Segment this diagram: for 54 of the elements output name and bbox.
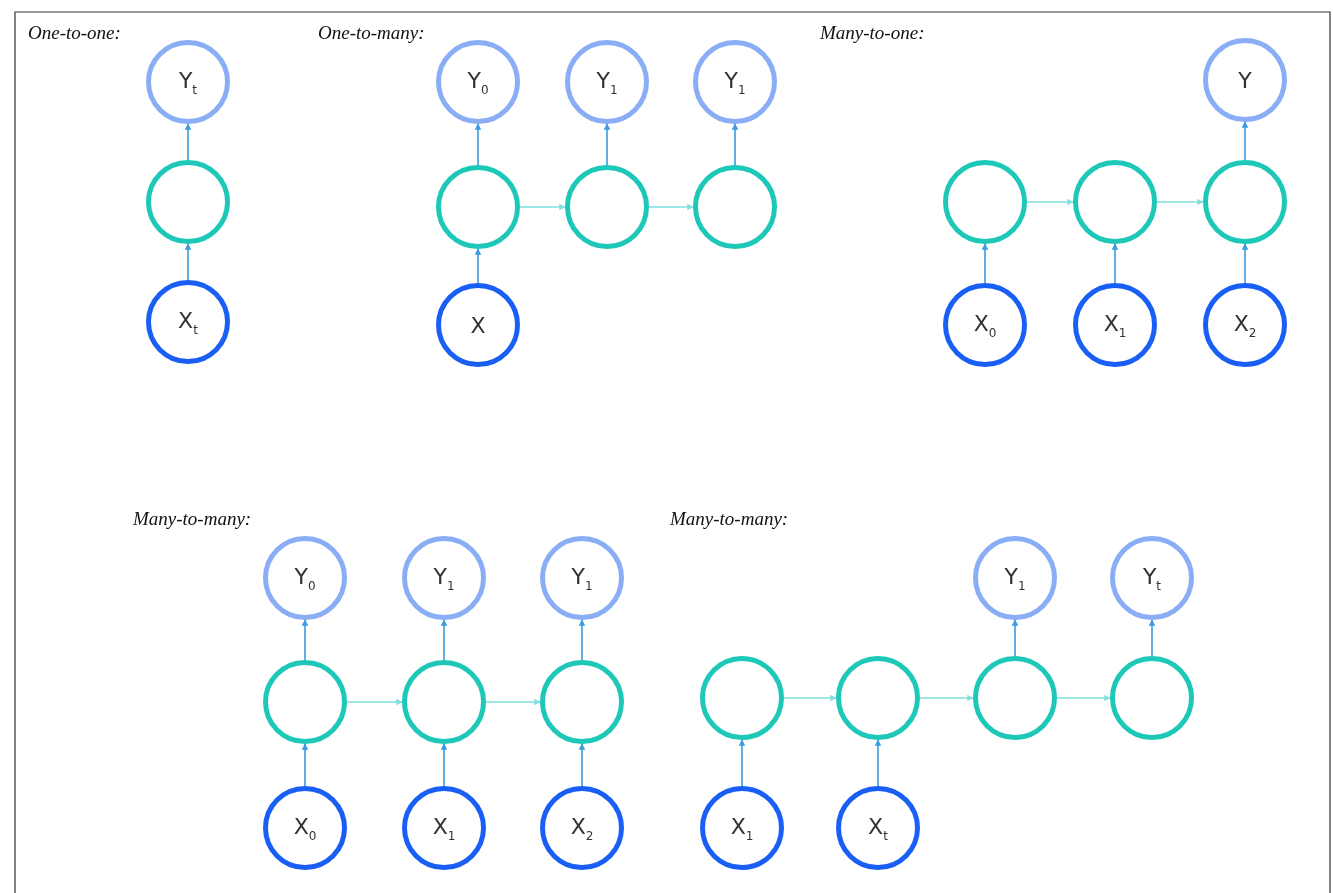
node-label: Y$_{t}$	[178, 67, 198, 97]
section-title: Many-to-many:	[133, 508, 252, 530]
section-title: One-to-one:	[28, 22, 121, 44]
arrow	[1011, 619, 1019, 657]
node-label: Y$_{1}$	[724, 67, 746, 97]
arrow	[1156, 198, 1204, 206]
arrow	[1056, 694, 1111, 702]
arrow	[519, 203, 566, 211]
arrow	[981, 243, 989, 284]
node-label: X$_{t}$	[178, 307, 198, 337]
arrow	[301, 743, 309, 787]
arrow	[578, 619, 586, 661]
arrow	[1241, 243, 1249, 284]
node-label: Y$_{1}$	[1004, 563, 1026, 593]
node-label: Y$_{t}$	[1142, 563, 1162, 593]
node-label: X$_{0}$	[293, 813, 317, 843]
arrow	[648, 203, 694, 211]
node-label: X	[470, 312, 486, 338]
arrow	[346, 698, 403, 706]
arrow	[731, 123, 739, 166]
arrow	[440, 619, 448, 661]
arrow	[474, 248, 482, 284]
section-title: Many-to-many:	[670, 508, 789, 530]
node-label: Y$_{1}$	[596, 67, 618, 97]
node-label: Y$_{0}$	[294, 563, 316, 593]
arrow	[1148, 619, 1156, 657]
section-title: One-to-many:	[318, 22, 425, 44]
arrow	[301, 619, 309, 661]
arrow	[485, 698, 541, 706]
arrow	[1241, 121, 1249, 161]
arrow	[738, 739, 746, 787]
node-label: X$_{0}$	[973, 310, 997, 340]
arrow	[874, 739, 882, 787]
node-label: X$_{2}$	[570, 813, 594, 843]
arrow	[184, 123, 192, 161]
arrow	[1111, 243, 1119, 284]
node-label: X$_{1}$	[432, 813, 456, 843]
node-label: X$_{t}$	[868, 813, 888, 843]
arrow	[603, 123, 611, 166]
node-label: X$_{2}$	[1233, 310, 1257, 340]
arrow	[474, 123, 482, 166]
arrow	[184, 243, 192, 281]
arrow	[578, 743, 586, 787]
arrow	[440, 743, 448, 787]
section-title: Many-to-one:	[820, 22, 925, 44]
node-label: Y$_{1}$	[433, 563, 455, 593]
arrow	[1026, 198, 1074, 206]
node-label: Y$_{1}$	[571, 563, 593, 593]
node-label: X$_{1}$	[1103, 310, 1127, 340]
node-label: Y$_{0}$	[467, 67, 489, 97]
arrow	[919, 694, 974, 702]
arrow	[783, 694, 837, 702]
node-label: X$_{1}$	[730, 813, 754, 843]
node-label: Y	[1238, 67, 1252, 93]
